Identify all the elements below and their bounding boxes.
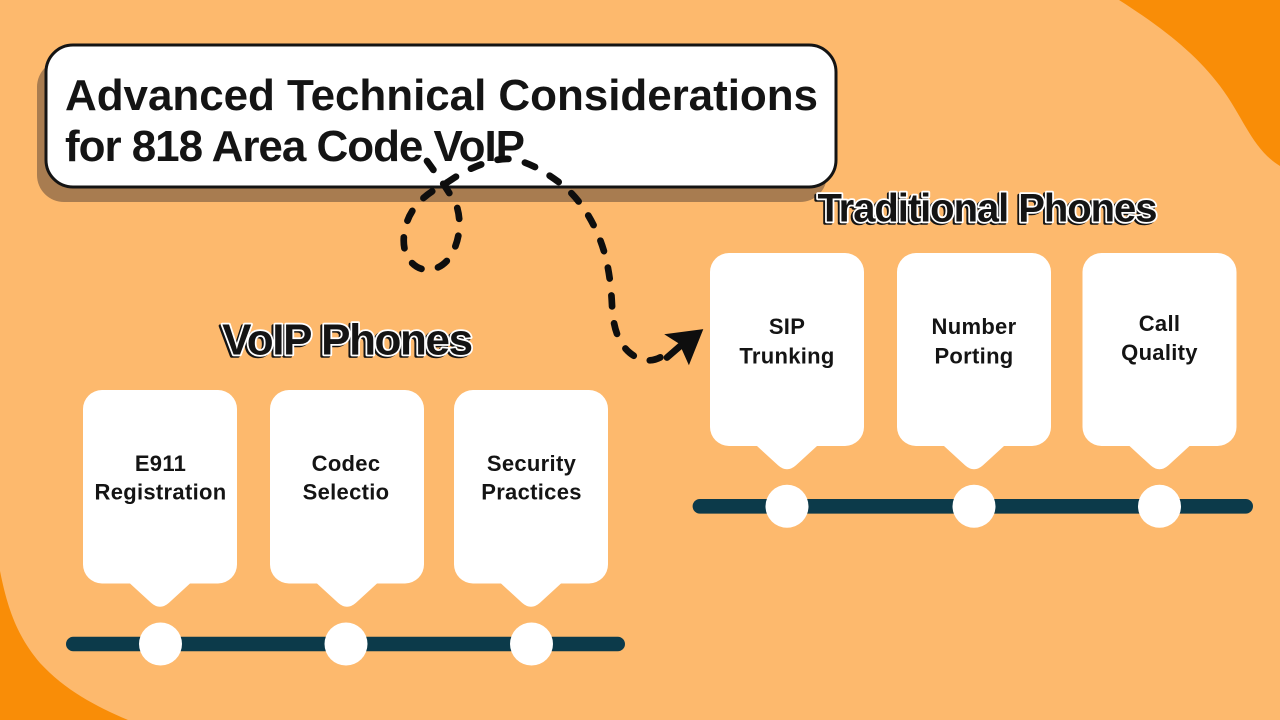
svg-text:Quality: Quality [1121,340,1198,365]
svg-text:Registration: Registration [95,480,227,505]
svg-text:Number: Number [932,314,1017,339]
svg-text:VoIP Phones: VoIP Phones [220,317,471,366]
svg-text:Advanced Technical Considerati: Advanced Technical Considerations [65,71,818,120]
svg-text:VoIP Phones: VoIP Phones [222,316,473,365]
svg-text:for 818 Area Code VoIP: for 818 Area Code VoIP [65,122,525,171]
svg-text:Traditional Phones: Traditional Phones [818,187,1158,231]
svg-text:Porting: Porting [934,344,1013,369]
svg-text:Trunking: Trunking [739,344,834,369]
svg-text:SIP: SIP [769,314,805,339]
svg-text:E911: E911 [135,451,186,476]
svg-text:Codec: Codec [312,451,381,476]
svg-text:Security: Security [487,451,577,476]
svg-text:Call: Call [1139,311,1181,336]
svg-text:Practices: Practices [481,480,582,505]
svg-text:Traditional Phones: Traditional Phones [816,188,1156,232]
svg-text:Selectio: Selectio [303,480,390,505]
